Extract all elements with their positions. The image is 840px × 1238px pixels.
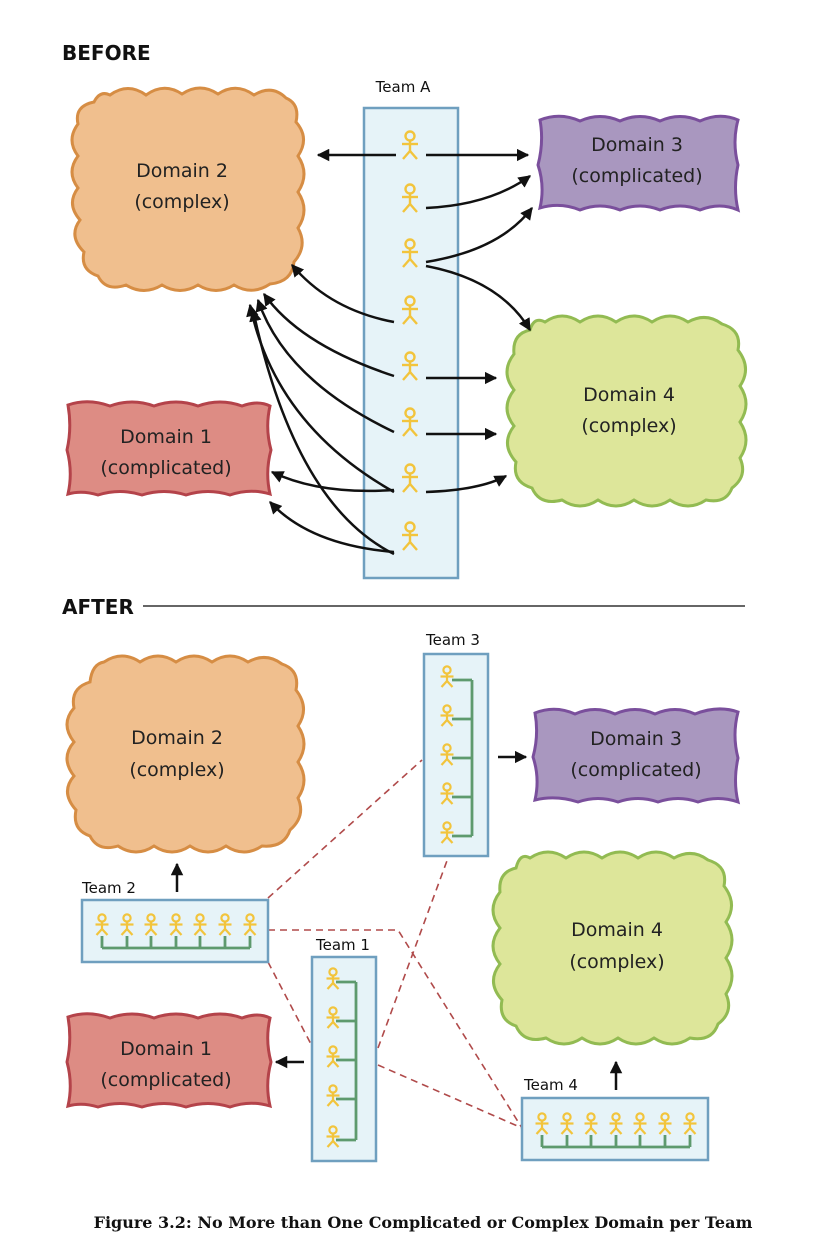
before-title: BEFORE [62,41,151,65]
before-domain1-type: (complicated) [100,457,231,479]
before-domain2-blob [70,86,306,292]
after-domain4-blob [491,850,734,1046]
team-4-links [540,1135,692,1149]
after-domain3-name: Domain 3 [590,728,682,750]
after-dashed-links [267,759,523,1129]
before-domain4-blob [505,314,748,508]
after-domain2-name: Domain 2 [131,727,223,749]
after-domain1-name: Domain 1 [120,1038,212,1060]
before-domain1-name: Domain 1 [120,426,212,448]
team-a-box [362,106,460,580]
after-domain2-type: (complex) [129,759,224,781]
after-domain3-type: (complicated) [570,759,701,781]
figure-caption: Figure 3.2: No More than One Complicated… [94,1213,753,1232]
team-3-links [452,678,474,838]
after-domain2-blob [65,654,306,854]
before-domain3-type: (complicated) [571,165,702,187]
team-a-label: Team A [375,78,431,96]
before-domain4-type: (complex) [581,415,676,437]
before-arrows [246,148,533,556]
after-title: AFTER [62,595,134,619]
team-2-label: Team 2 [81,879,136,897]
team-1-label: Team 1 [315,936,370,954]
team-1-links [336,980,358,1142]
after-domain3-blob [531,707,741,805]
after-domain4-type: (complex) [569,951,664,973]
after-domain1-type: (complicated) [100,1069,231,1091]
team-3-label: Team 3 [425,631,480,649]
before-domain1-blob [65,400,273,497]
after-domain4-name: Domain 4 [571,919,663,941]
before-domain2-type: (complex) [134,191,229,213]
before-domain4-name: Domain 4 [583,384,675,406]
team-2-links [100,936,252,950]
before-domain2-name: Domain 2 [136,160,228,182]
before-domain3-name: Domain 3 [591,134,683,156]
after-domain1-blob [65,1012,273,1109]
team-4-label: Team 4 [523,1076,578,1094]
team-3-box [422,652,490,858]
before-domain3-blob [536,114,741,213]
